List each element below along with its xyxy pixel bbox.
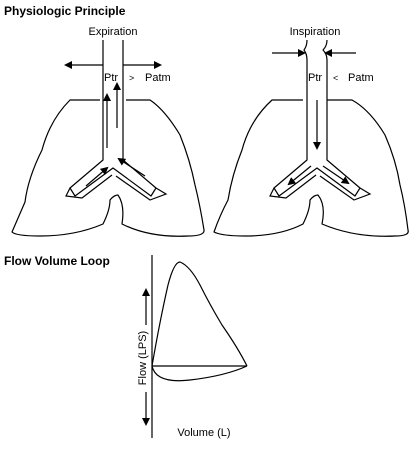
expiration-lungs-outline xyxy=(11,99,205,237)
section-title-physiologic-principle: Physiologic Principle xyxy=(4,4,126,18)
inspiration-patm-label: Patm xyxy=(348,72,374,84)
expiration-diagram: Expiration Ptr > Patm xyxy=(11,26,205,237)
inspiration-label: Inspiration xyxy=(290,26,341,38)
section-title-flow-volume-loop: Flow Volume Loop xyxy=(4,254,110,268)
loop-y-axis-label: Flow (LPS) xyxy=(137,331,149,385)
expiration-patm-label: Patm xyxy=(145,72,171,84)
inspiration-bronchus-right-inner xyxy=(319,175,372,201)
loop-x-axis-label: Volume (L) xyxy=(177,427,230,439)
expiration-bronchus-arrow-left xyxy=(85,166,109,187)
inspiration-diagram: Inspiration Ptr < Patm xyxy=(213,26,409,237)
loop-expiratory-curve xyxy=(151,261,248,367)
expiration-ptr-label: Ptr xyxy=(104,72,118,84)
inspiration-bronchus-arrow-right xyxy=(322,165,350,185)
expiration-label: Expiration xyxy=(89,26,138,38)
expiration-bronchus-right-inner xyxy=(115,175,168,201)
inspiration-lungs-outline xyxy=(213,99,409,237)
inspiration-airway-outline xyxy=(273,39,361,197)
expiration-comparator: > xyxy=(129,73,134,83)
inspiration-comparator: < xyxy=(333,73,338,83)
inspiration-bronchus-arrow-left xyxy=(287,165,312,186)
flow-volume-loop-graph: Flow (LPS) Volume (L) xyxy=(137,255,248,439)
inspiration-ptr-label: Ptr xyxy=(308,72,322,84)
expiration-bronchus-left-inner xyxy=(65,174,113,199)
inspiration-bronchus-left-inner xyxy=(269,174,317,199)
loop-inspiratory-curve xyxy=(151,365,248,382)
expiration-airway-outline xyxy=(69,40,157,197)
expiration-bronchus-arrow-right xyxy=(117,157,146,177)
